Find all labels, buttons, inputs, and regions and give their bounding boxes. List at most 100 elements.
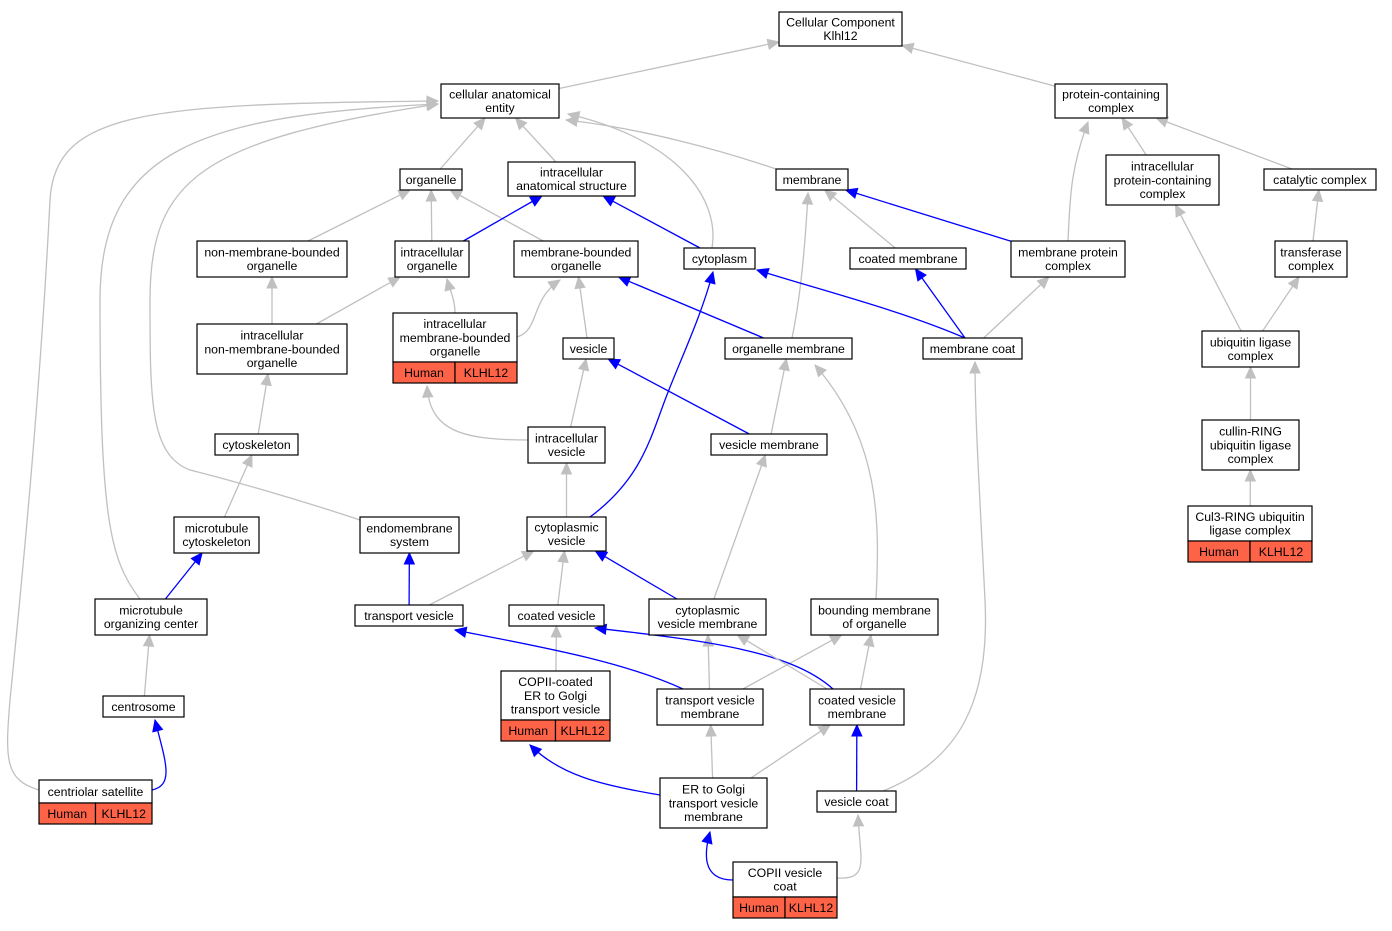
edge-catalytic-to-pcc	[1166, 121, 1293, 170]
arrowhead-cytoskeleton-to-inmbo	[260, 372, 272, 387]
node-vesiclecoat[interactable]: vesicle coat	[816, 790, 897, 813]
node-coatedvesicle[interactable]: coated vesicle	[508, 604, 605, 627]
arrowhead-mpc-to-pcc	[1078, 120, 1090, 135]
node-label-line: vesicle membrane	[658, 617, 758, 631]
node-orgmem[interactable]: organelle membrane	[724, 337, 853, 360]
annotation-gene: KLHL12	[1259, 545, 1304, 559]
arrowhead-copiicoat-to-ergolgi	[701, 830, 713, 845]
annotation-gene-cell	[454, 361, 518, 384]
arrowhead-transferase-to-catalytic	[1311, 188, 1324, 203]
arrowhead-vesiclecoat-to-covm	[851, 723, 863, 737]
arrowhead-ergolgi-to-copiivesicle	[529, 744, 543, 758]
node-inmbo[interactable]: intracellularnon-membrane-boundedorganel…	[196, 323, 348, 375]
arrowhead-centsat-to-cae	[426, 95, 440, 107]
edge-membrane-to-cae	[565, 119, 777, 170]
node-label-line: membrane-bounded	[521, 246, 632, 260]
edge-ergolgi-to-tvm	[710, 735, 714, 779]
node-cytoplasm[interactable]: cytoplasm	[683, 247, 756, 270]
node-label-line: transport vesicle	[665, 694, 755, 708]
arrowhead-orgmem-to-membrane	[801, 191, 814, 205]
node-label-line: vesicle	[548, 534, 586, 548]
edge-mtoc-to-mtcyto	[164, 561, 196, 600]
edge-organelle-to-cae	[439, 125, 479, 170]
edge-coatedmem-to-membrane	[832, 196, 896, 249]
edge-cae-to-root	[558, 43, 769, 90]
node-box	[1054, 83, 1168, 119]
arrowhead-cytoplasm-to-ias	[602, 195, 617, 207]
edge-vesmem-to-vesicle	[617, 363, 750, 435]
node-coatedmem[interactable]: coated membrane	[849, 247, 967, 270]
annotation-gene: KLHL12	[789, 901, 834, 915]
node-vesicle[interactable]: vesicle	[562, 337, 615, 360]
arrowhead-covm-to-bmo	[863, 633, 875, 648]
node-box	[102, 695, 185, 718]
node-memcoat[interactable]: membrane coat	[922, 337, 1023, 360]
node-label-line: vesicle	[548, 445, 586, 459]
node-organelle[interactable]: organelle	[399, 168, 463, 191]
node-label-line: complex	[1045, 259, 1092, 273]
node-catalytic[interactable]: catalytic complex	[1263, 168, 1377, 191]
node-label-line: cytoplasmic	[534, 521, 598, 535]
node-label-line: intracellular	[1131, 160, 1194, 174]
node-box	[1263, 168, 1377, 191]
node-label-line: entity	[485, 101, 515, 115]
arrowhead-inmbo-to-nmbo	[266, 275, 278, 289]
node-label-line: vesicle membrane	[719, 438, 819, 452]
arrowhead-mtoc-to-mtcyto	[190, 552, 203, 566]
node-box	[922, 337, 1023, 360]
node-box	[810, 598, 939, 636]
arrowhead-nmbo-to-organelle	[397, 189, 412, 201]
arrowhead-ulc-to-transferase	[1287, 275, 1300, 290]
arrowhead-memcoat-to-mpc	[1036, 276, 1050, 290]
arrowhead-copiivesicle-to-coatedvesicle	[550, 624, 563, 638]
node-imbo[interactable]: intracellularmembrane-boundedorganelleHu…	[392, 312, 518, 384]
annotation-species: Human	[508, 724, 548, 738]
node-vesmem[interactable]: vesicle membrane	[710, 433, 828, 456]
arrowhead-ivesicle-to-vesicle	[577, 357, 590, 372]
edge-io-to-organelle	[430, 200, 433, 242]
node-box	[683, 247, 756, 270]
node-label-line: ubiquitin ligase	[1210, 336, 1292, 350]
node-box	[1201, 330, 1300, 368]
node-cytoskeleton[interactable]: cytoskeleton	[214, 433, 299, 456]
node-box	[849, 247, 967, 270]
arrowhead-ias-to-cae	[514, 117, 528, 131]
arrowhead-organelle-to-cae	[473, 117, 486, 131]
node-box	[816, 790, 897, 813]
node-label-line: vesicle	[570, 342, 608, 356]
node-label-line: organelle	[551, 259, 602, 273]
node-transvesicle[interactable]: transport vesicle	[354, 604, 464, 627]
node-box	[508, 604, 605, 627]
arrowhead-io-to-ias	[529, 195, 543, 207]
node-centrosome[interactable]: centrosome	[102, 695, 185, 718]
arrowhead-crl-to-ulc	[1244, 365, 1257, 379]
node-membrane[interactable]: membrane	[775, 168, 849, 191]
node-box	[724, 337, 853, 360]
